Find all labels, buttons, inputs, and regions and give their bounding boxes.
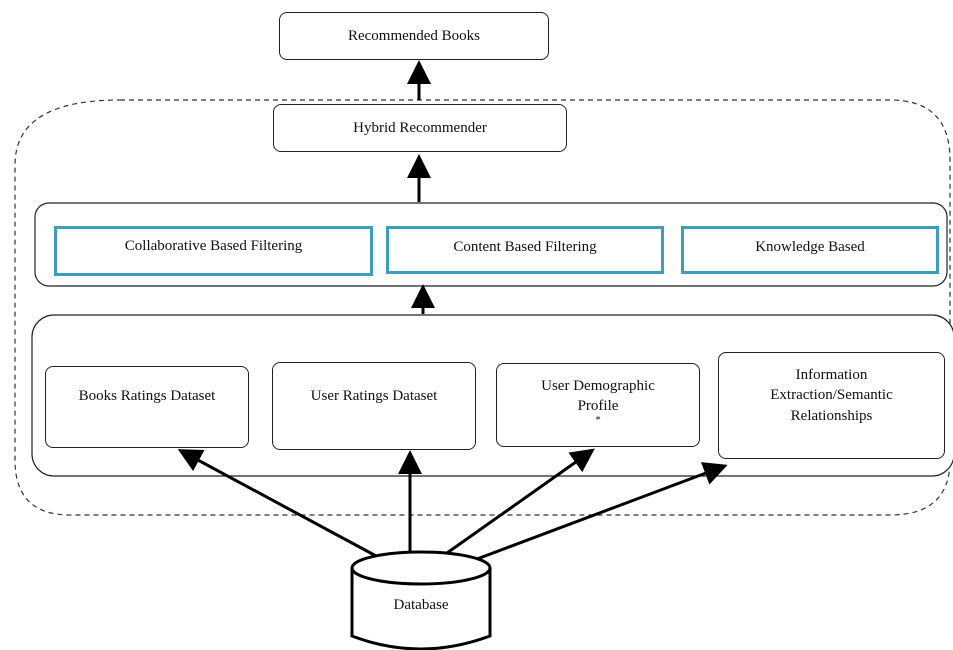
information-line3: Relationships [790, 407, 873, 424]
information-extraction-box: Information Extraction/Semantic Relation… [718, 352, 945, 459]
database-label-box: Database [352, 590, 490, 620]
knowledge-based-box: Knowledge Based [681, 226, 939, 274]
dashed-boundary [14, 99, 951, 516]
knowledge-based-label: Knowledge Based [755, 239, 865, 255]
books-ratings-dataset-box: Books Ratings Dataset [45, 366, 249, 448]
database-label: Database [393, 596, 449, 613]
recommended-books-box: Recommended Books [279, 12, 549, 60]
collaborative-filtering-label: Collaborative Based Filtering [124, 238, 303, 254]
recommended-books-label: Recommended Books [347, 27, 481, 44]
content-filtering-box: Content Based Filtering [386, 226, 664, 274]
arrow-db-to-books-ratings [177, 449, 379, 559]
hybrid-recommender-box: Hybrid Recommender [273, 104, 567, 152]
user-demographic-line1: User Demographic [541, 378, 655, 394]
information-line2: Extraction/Semantic [770, 387, 893, 404]
user-demographic-profile-box: User Demographic Profile * [496, 363, 700, 447]
user-demographic-mark: * [595, 413, 601, 426]
user-ratings-dataset-label: User Ratings Dataset [310, 388, 438, 404]
user-ratings-dataset-box: User Ratings Dataset [272, 362, 476, 450]
hybrid-recommender-label: Hybrid Recommender [353, 119, 487, 136]
arrow-db-to-demographic [446, 448, 595, 555]
books-ratings-dataset-label: Books Ratings Dataset [78, 388, 216, 404]
content-filtering-label: Content Based Filtering [453, 239, 597, 255]
user-demographic-line2: Profile [577, 398, 619, 415]
collaborative-filtering-box: Collaborative Based Filtering [54, 226, 373, 276]
arrow-db-to-information [476, 462, 728, 561]
information-line1: Information [795, 367, 868, 383]
database-cylinder [350, 550, 492, 650]
